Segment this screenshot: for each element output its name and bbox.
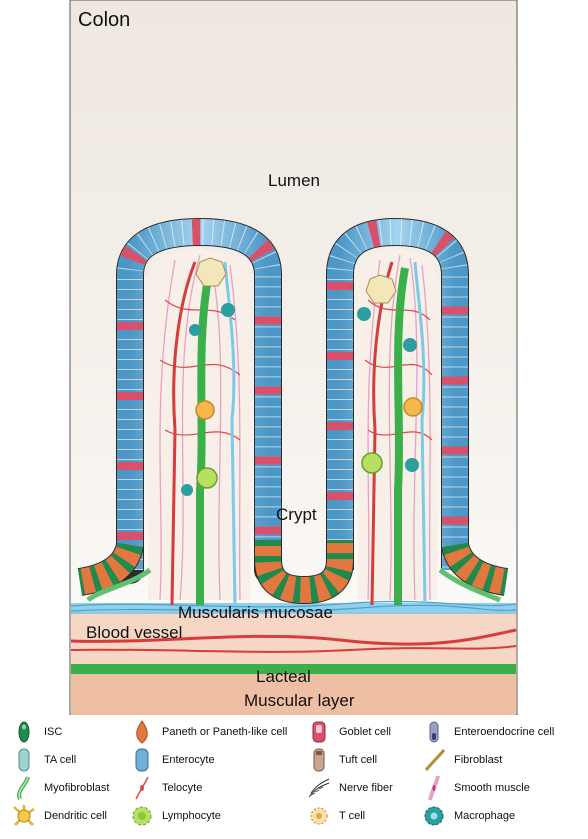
enterocyte-icon [135,748,149,772]
muscularis-mucosae-band [71,603,516,614]
lacteal-band [71,664,516,674]
myofibroblast-right [438,567,501,603]
enteroendocrine-cell-icon [429,721,439,743]
legend-item-t-cell: T cell [305,805,365,827]
legend-label-lymphocyte: Lymphocyte [162,810,221,822]
t-cell-icon [310,807,328,825]
macrophage-icon [424,806,444,826]
colon-crypt-diagram: Colon Lumen Crypt Muscularis mucosae Blo… [69,0,518,715]
legend-label-macrophage: Macrophage [454,810,516,822]
t-cell [195,397,423,420]
crypt-left [116,217,282,606]
legend-label-tuft: Tuft cell [339,754,378,766]
legend-item-fibroblast: Fibroblast [420,749,502,771]
legend-item-enteroendocrine: Enteroendocrine cell [420,721,554,743]
legend-label-telocyte: Telocyte [162,782,203,794]
diagram-title: Colon [78,9,130,31]
legend-label-dendritic: Dendritic cell [44,810,107,822]
legend-label-paneth: Paneth or Paneth-like cell [162,726,288,738]
muscularis-mucosae-fibers [70,600,517,612]
myofibroblast-left [86,567,152,603]
label-lacteal: Lacteal [256,667,311,686]
lymphocyte [196,452,383,489]
label-blood-vessel: Blood vessel [86,623,182,642]
legend-label-smooth-muscle: Smooth muscle [454,782,530,794]
legend-item-paneth: Paneth or Paneth-like cell [128,720,288,744]
blood-vessel-branch [70,645,517,653]
legend-item-ta-cell: TA cell [10,748,77,772]
myofibroblast-icon [17,776,30,800]
dendritic-cell [195,257,397,304]
legend-item-lymphocyte: Lymphocyte [128,805,221,827]
legend-label-nerve-fiber: Nerve fiber [339,782,393,794]
legend-item-smooth-muscle: Smooth muscle [420,775,530,801]
label-muscular-layer: Muscular layer [244,691,355,710]
legend-label-ta-cell: TA cell [44,754,77,766]
ta-cell-icon [18,748,30,772]
tuft-cell-icon [313,748,325,772]
telocyte-icon [135,776,149,800]
legend-item-isc: ISC [10,721,62,743]
legend-label-fibroblast: Fibroblast [454,754,503,766]
cell-type-legend: ISC Paneth or Paneth-like cell Goblet ce… [0,715,588,839]
legend-label-enteroendocrine: Enteroendocrine cell [454,726,555,738]
paneth-cell-icon [136,720,148,744]
dendritic-cell-icon [13,805,35,826]
label-crypt: Crypt [276,505,317,524]
crypt-base-center [254,540,354,605]
legend-label-isc: ISC [44,726,63,738]
legend-item-nerve-fiber: Nerve fiber [305,777,393,799]
legend-label-enterocyte: Enterocyte [162,754,215,766]
legend-item-enterocyte: Enterocyte [128,748,215,772]
isc-icon [18,721,30,743]
legend-item-tuft: Tuft cell [305,748,378,772]
blood-vessel [70,628,517,646]
fibroblast-icon [424,749,446,771]
legend-item-myofibroblast: Myofibroblast [10,776,110,800]
legend-label-goblet: Goblet cell [339,726,391,738]
legend-item-macrophage: Macrophage [420,805,515,827]
legend-item-goblet: Goblet cell [305,721,391,743]
legend-label-myofibroblast: Myofibroblast [44,782,110,794]
legend-item-dendritic: Dendritic cell [10,805,107,827]
crypt-base-left [77,541,144,596]
crypt-base-right [441,541,509,596]
label-lumen: Lumen [268,171,320,190]
legend-label-t-cell: T cell [339,810,366,822]
lymphocyte-icon [132,806,152,826]
macrophage [181,303,419,496]
smooth-muscle-icon [428,775,440,801]
legend-item-telocyte: Telocyte [128,776,203,800]
label-muscularis-mucosae: Muscularis mucosae [178,603,333,622]
goblet-cell-icon [312,721,326,743]
nerve-fiber-icon [308,778,330,798]
